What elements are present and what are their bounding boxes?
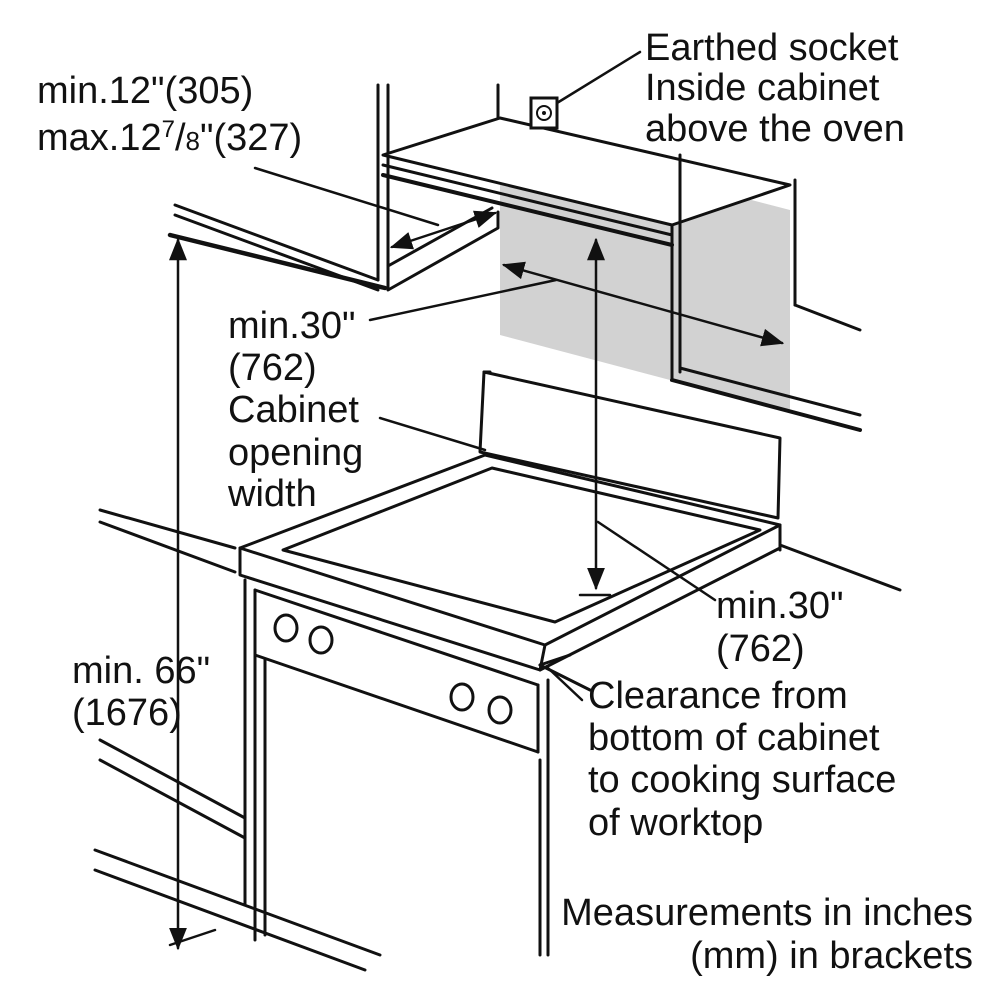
depth-max-sup: 7 [162,116,175,143]
width-leader [368,278,558,322]
clearance-desc-label: Clearance from bottom of cabinet to cook… [588,675,896,844]
note-line: (mm) in brackets [690,935,973,977]
oven [238,370,782,957]
opening-width-line: opening [228,432,363,474]
clearance-value-label: min.30" (762) [716,585,844,670]
depth-max-suffix: "(327) [200,117,302,159]
depth-max-text: max.127/8"(327) [37,116,302,159]
height-label-line: (1676) [72,692,182,734]
knob-icon [487,695,513,725]
socket-label-line: Earthed socket [645,27,899,69]
left-wall-cabinet [167,83,500,292]
opening-width-line: Cabinet [228,389,359,431]
opening-width-line: (762) [228,347,317,389]
depth-max-sub: 8 [186,126,200,156]
worktop-left [93,508,382,972]
knob-icon [308,625,334,655]
clearance-value-line: min.30" [716,585,844,627]
opening-width-line: width [227,473,317,515]
opening-width-line: min.30" [228,305,356,347]
clearance-desc-leader [546,666,584,702]
height-label: min. 66" (1676) [72,650,210,734]
dimension-lines [168,50,785,951]
socket-icon [529,96,559,130]
socket-label: Earthed socket Inside cabinet above the … [645,27,905,150]
socket-label-line: Inside cabinet [645,67,880,109]
right-wall-cabinet [381,83,862,432]
clearance-value-line: (762) [716,628,805,670]
knob-icon [273,613,299,643]
oven-knobs [273,613,513,725]
height-floor-tick [168,928,217,947]
clearance-desc-line: to cooking surface [588,759,896,801]
measurement-note: Measurements in inches (mm) in brackets [561,892,973,977]
clearance-desc-line: Clearance from [588,675,848,717]
socket-label-line: above the oven [645,108,905,150]
clearance-desc-line: of worktop [588,802,763,844]
depth-arrow [389,210,498,250]
knob-icon [449,682,475,712]
clearance-desc-line: bottom of cabinet [588,717,880,759]
depth-max-prefix: max.12 [37,117,162,159]
socket-leader [555,50,642,105]
opening-width-label: min.30" (762) Cabinet opening width [227,305,363,515]
height-label-line: min. 66" [72,650,210,692]
cabinet-leader [378,416,487,452]
note-line: Measurements in inches [561,892,973,934]
clearance-leader [596,520,717,602]
depth-max-slash: / [175,117,186,159]
width-arrow [501,261,785,347]
depth-leader [253,166,440,227]
cabinet-depth-label: min.12"(305) max.127/8"(327) [37,70,302,159]
depth-min-text: min.12"(305) [37,70,253,112]
